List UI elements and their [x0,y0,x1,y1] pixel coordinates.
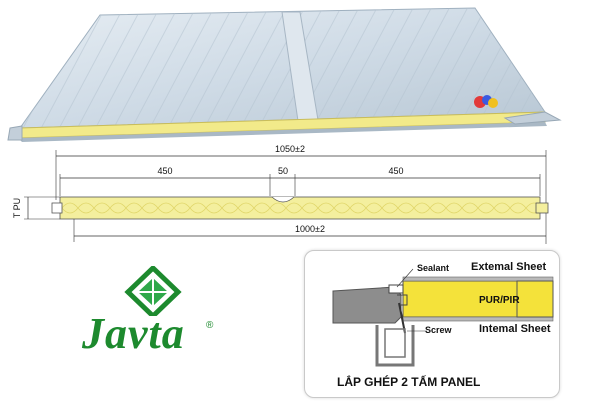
dim-effective-width: 1000±2 [295,224,325,234]
dim-overall-width: 1050±2 [275,144,305,154]
label-internal-sheet: Intemal Sheet [479,323,551,335]
caption-joint: LẮP GHÉP 2 TẤM PANEL [337,375,481,389]
dim-right-segment: 450 [388,166,403,176]
dim-center-gap: 50 [278,166,288,176]
label-sealant: Sealant [417,263,450,273]
brand-sticker-icon [474,95,498,108]
dim-left-segment: 450 [157,166,172,176]
joint-detail-drawing [332,268,554,367]
panel-photo [7,7,562,142]
section-drawing: 1050±2 450 50 450 T PU 1000±2 [12,144,549,244]
joint-detail-box: Sealant Extemal Sheet PUR/PIR Screw Inte… [304,250,560,398]
label-screw: Screw [425,325,452,335]
dim-thickness: T PU [12,198,22,218]
javta-logo: Javta ® [74,266,234,366]
panel-cross-section [51,196,549,220]
label-core: PUR/PIR [479,295,520,306]
javta-logo-icon [124,266,182,316]
brand-name: Javta [82,309,185,358]
label-external-sheet: Extemal Sheet [471,261,547,273]
registered-mark: ® [206,320,214,331]
